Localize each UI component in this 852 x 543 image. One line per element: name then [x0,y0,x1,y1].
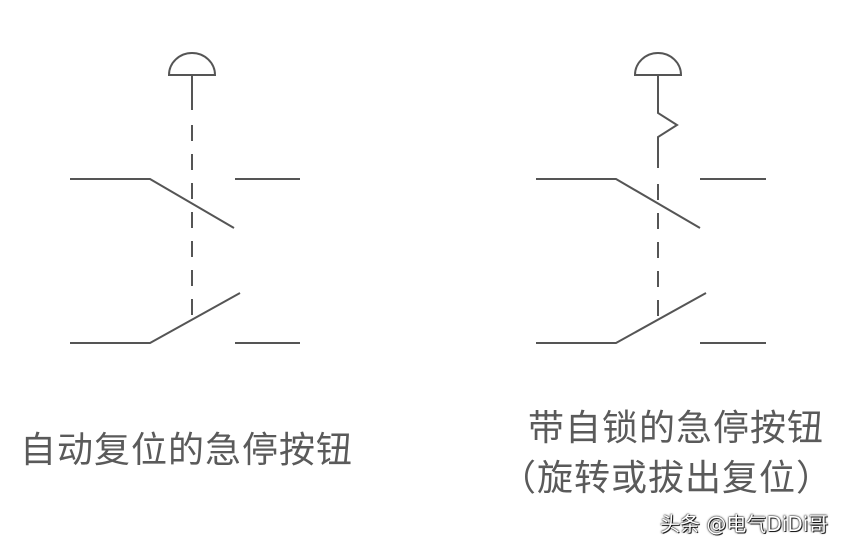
latching-sublabel: （旋转或拔出复位） [500,458,834,499]
mushroom-head-icon [633,52,683,76]
latching-emergency-stop-symbol [536,52,766,344]
nc-contact [70,178,235,229]
auto-reset-label: 自动复位的急停按钮 [20,430,354,471]
nc-contact [536,178,701,229]
auto-reset-emergency-stop-symbol [70,52,300,344]
no-contact [536,292,707,344]
no-contact [70,292,241,344]
mushroom-head-icon [167,52,217,76]
watermark: 头条 @电气DiDi哥 [660,512,829,536]
latching-label: 带自锁的急停按钮 [528,408,825,449]
latch-zigzag [657,75,679,168]
